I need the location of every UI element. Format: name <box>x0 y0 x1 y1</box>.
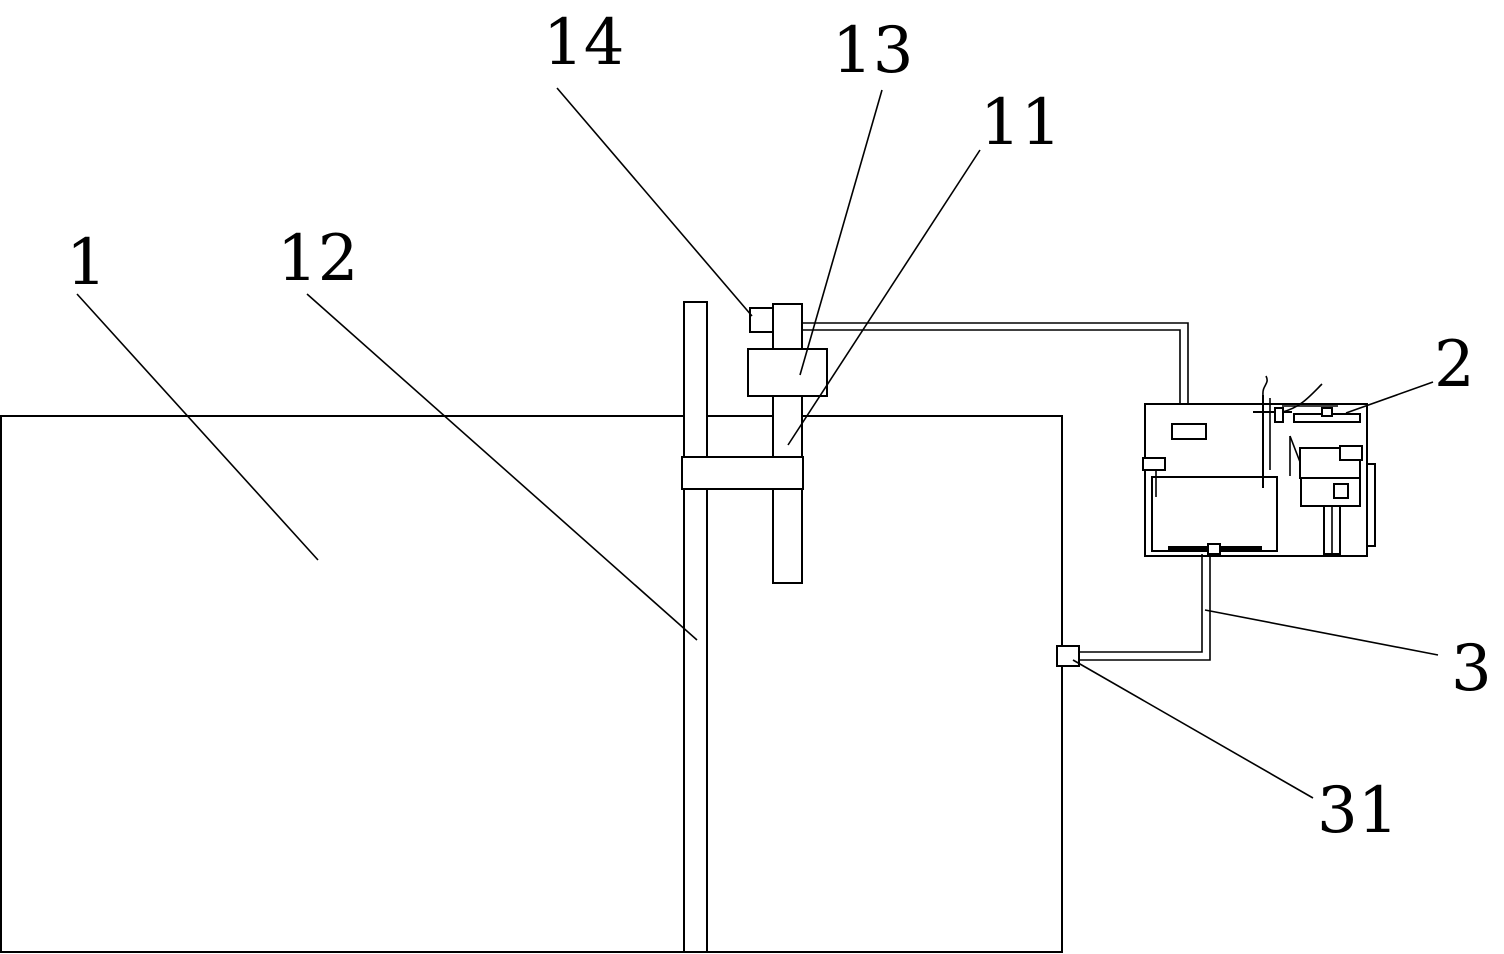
device-2-tank-fitting <box>1142 457 1166 471</box>
pump-cap <box>1321 407 1333 417</box>
leader-12 <box>306 293 698 641</box>
probe-wire-left <box>1262 375 1268 396</box>
pipe-3-outer <box>1072 554 1211 661</box>
pipe-top <box>802 322 1189 430</box>
leader-1 <box>76 293 319 561</box>
label-13: 13 <box>832 14 913 88</box>
leader-13 <box>799 89 883 376</box>
pump-window <box>1333 483 1349 499</box>
rail-12 <box>683 301 708 953</box>
label-11: 11 <box>980 86 1061 160</box>
main-box-1 <box>0 415 1063 953</box>
pump-side <box>1339 445 1363 461</box>
label-2: 2 <box>1434 328 1475 402</box>
pipe-top-inner <box>802 329 1181 430</box>
leader-11 <box>787 149 981 446</box>
label-31: 31 <box>1317 774 1398 848</box>
leader-2 <box>1345 381 1434 414</box>
device-2-tank <box>1151 476 1278 552</box>
pump-base <box>1300 477 1361 507</box>
device-2-inlet-block <box>1171 423 1207 440</box>
probe-wire-right <box>1281 383 1323 413</box>
tank-outlet <box>1207 543 1221 555</box>
pipe-3-inner <box>1072 554 1203 653</box>
leader-31 <box>1072 659 1314 799</box>
label-1: 1 <box>66 226 107 300</box>
column-11 <box>772 303 803 584</box>
small-box-14 <box>749 307 774 333</box>
leader-3 <box>1204 609 1439 656</box>
block-13 <box>747 348 828 397</box>
probe-nozzle <box>1274 407 1284 423</box>
device-2-side-panel <box>1366 463 1376 547</box>
clamp-band <box>681 456 804 490</box>
leader-14 <box>556 87 753 317</box>
label-12: 12 <box>277 222 358 296</box>
pump-link <box>1289 435 1301 463</box>
label-14: 14 <box>543 6 624 80</box>
port-31 <box>1056 645 1080 667</box>
label-3: 3 <box>1451 632 1492 706</box>
